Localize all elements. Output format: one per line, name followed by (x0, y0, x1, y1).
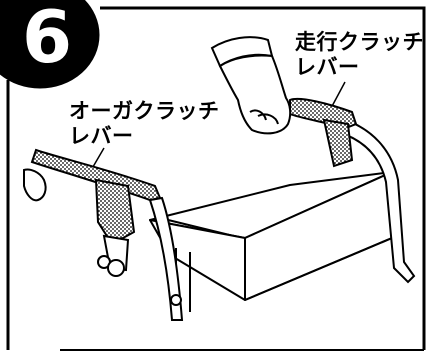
machine-body (149, 171, 393, 312)
handle-frame (148, 116, 416, 321)
travel-clutch-lever (289, 97, 358, 168)
auger-clutch-lever-label-line-1: オーガクラッチ (69, 99, 220, 123)
travel-clutch-lever-label-line-2: レバー (295, 55, 360, 79)
auger-clutch-lever-label-line-2: レバー (69, 124, 134, 148)
step-number: 6 (22, 0, 72, 79)
frame (6, 6, 426, 351)
auger-clutch-lever-label: オーガクラッチ レバー (69, 99, 220, 149)
auger-clutch-lever (23, 148, 162, 277)
travel-clutch-lever-label: 走行クラッチ レバー (295, 30, 424, 80)
travel-clutch-lever-label-line-1: 走行クラッチ (295, 30, 424, 54)
gloved-hand (210, 36, 292, 135)
step-badge: 6 (0, 0, 100, 89)
